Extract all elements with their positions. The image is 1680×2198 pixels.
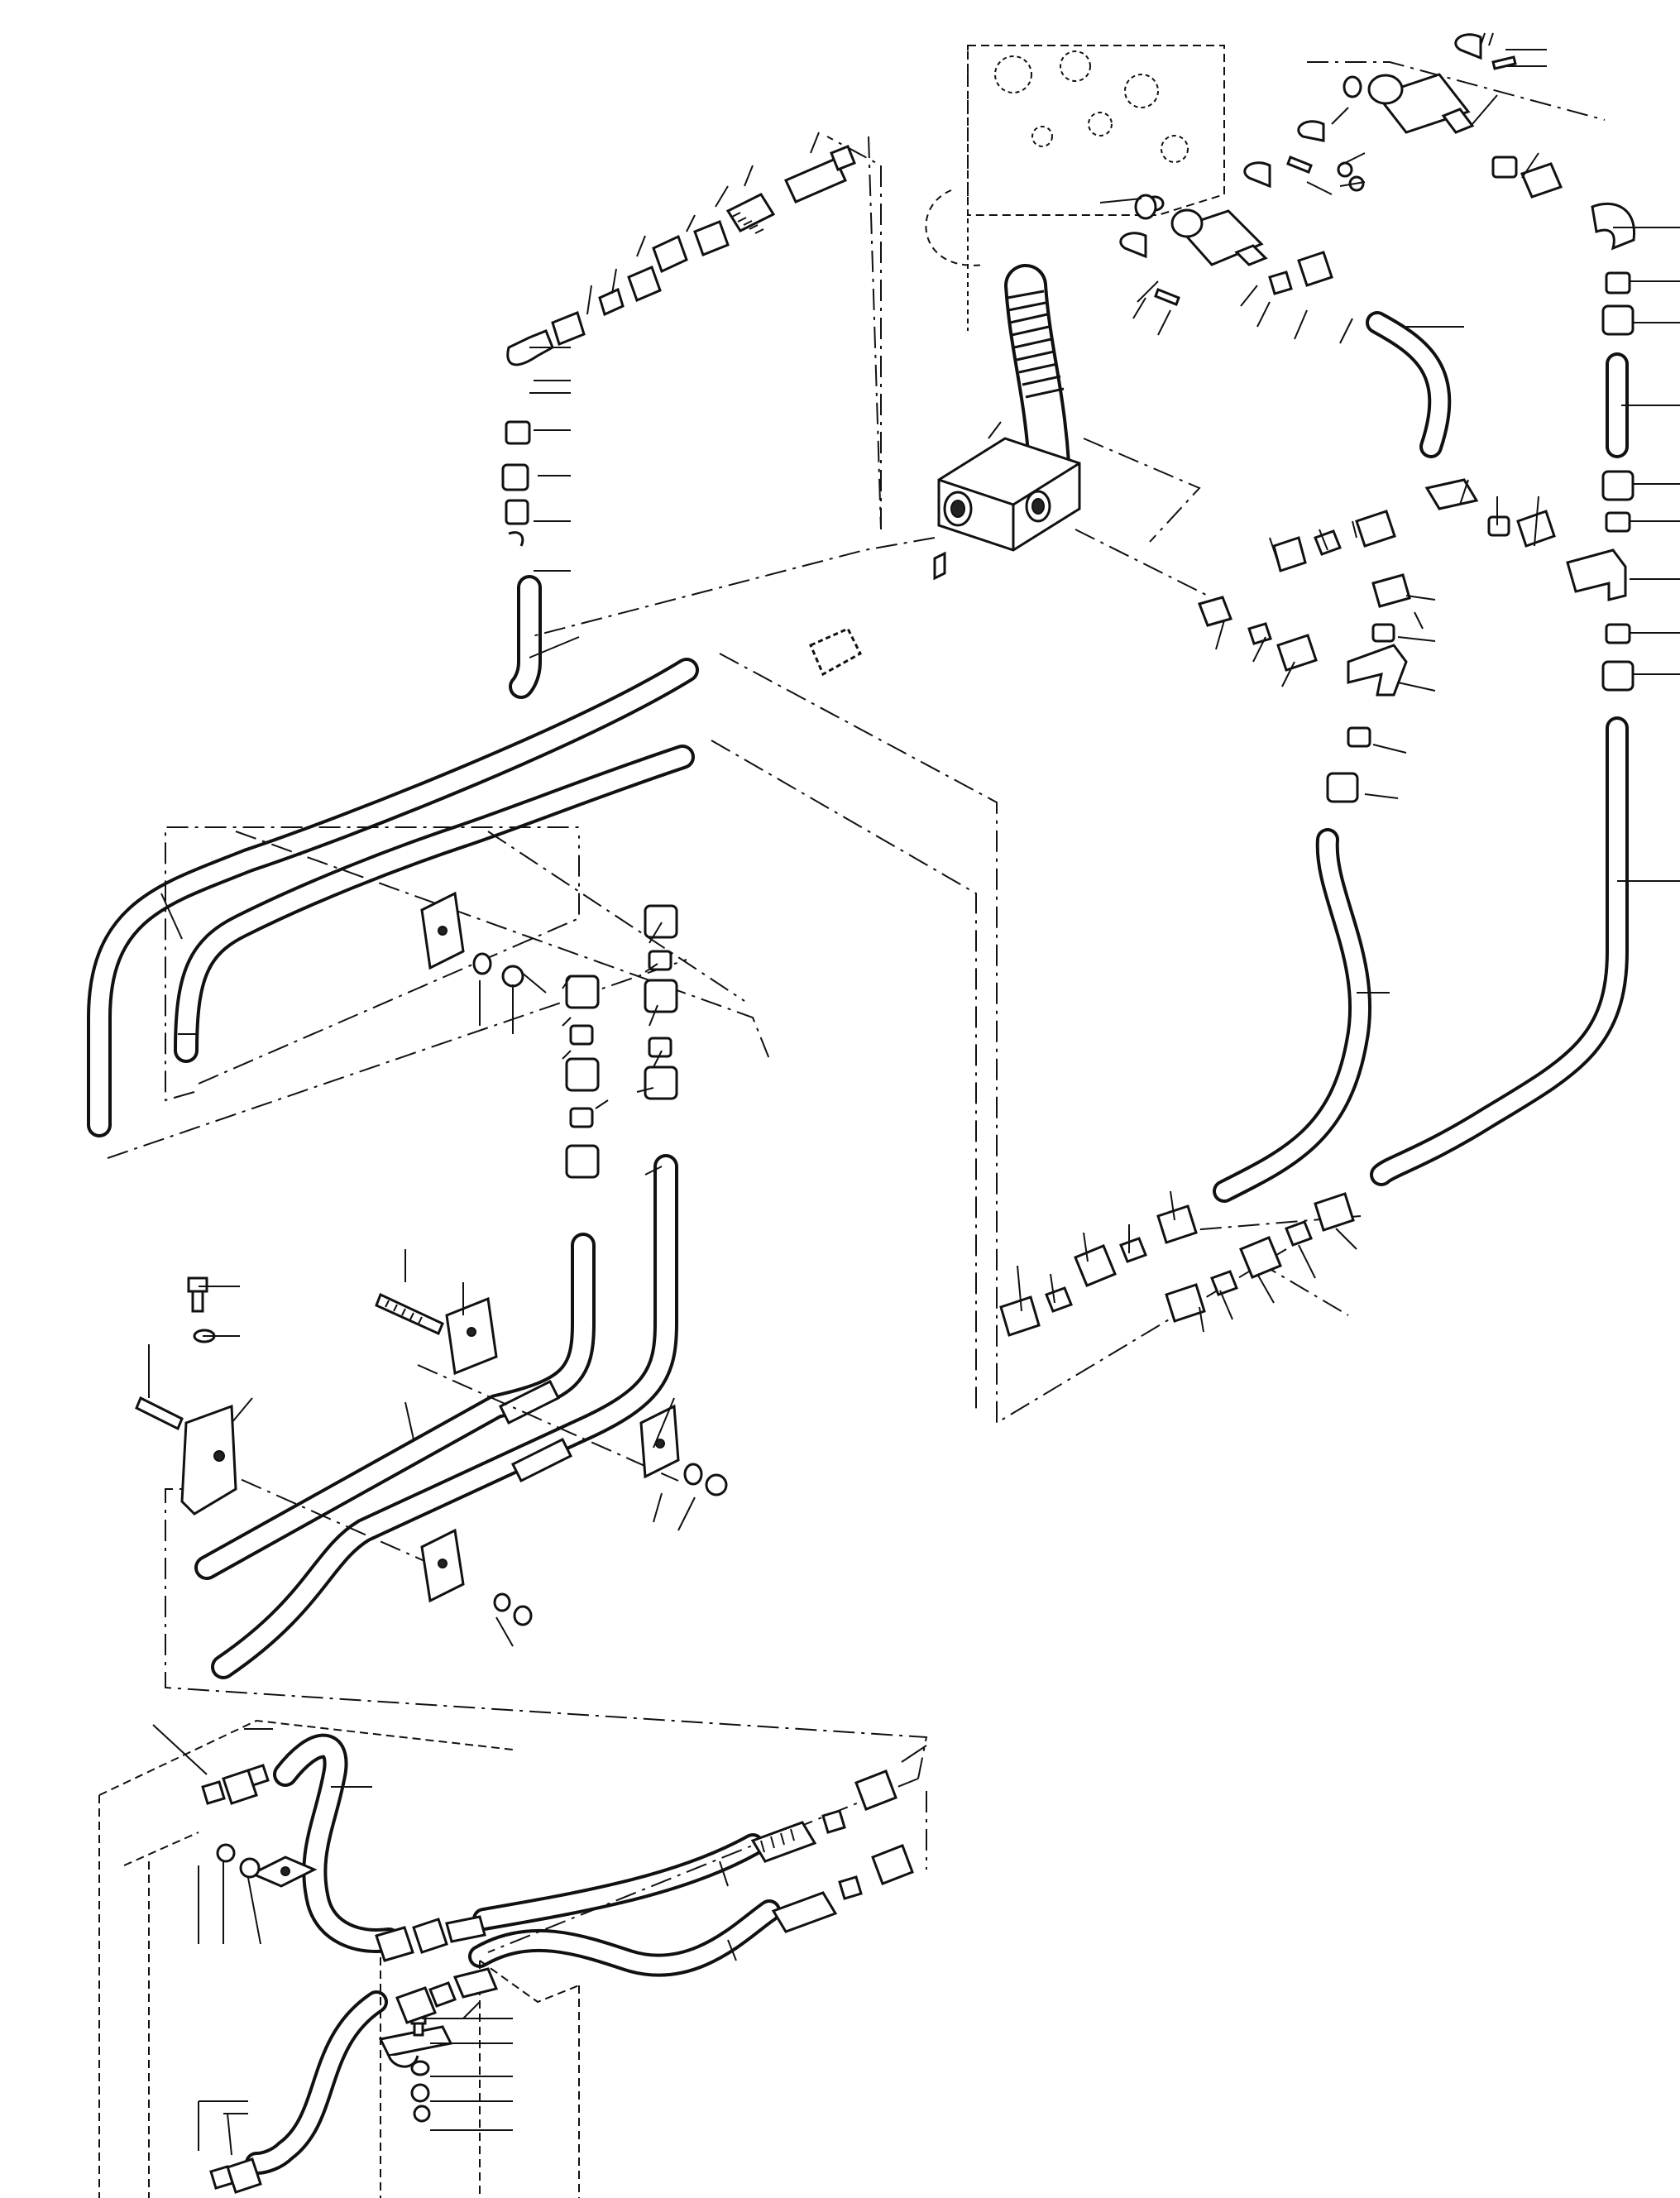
fittings-middle-column <box>565 904 678 1179</box>
manifold-plate <box>925 45 1225 331</box>
valve-block <box>933 437 1081 581</box>
fittings-mid <box>1198 596 1318 672</box>
upper-left-small-hose <box>509 575 542 699</box>
clamp-bracket-3 <box>639 1404 680 1479</box>
connection-lines <box>107 61 1606 1953</box>
elbow-upper-left <box>506 311 586 366</box>
bottom-tube-a <box>273 1733 401 1953</box>
bolt-1 <box>375 1292 444 1336</box>
screw-small <box>1154 55 1517 306</box>
flex-hose-1 <box>472 1833 764 1931</box>
clamp-bracket-4 <box>420 1528 465 1603</box>
lower-hose-2 <box>211 1154 678 1679</box>
hose-sleeve-1 <box>498 1379 573 1483</box>
flex-hose-2 <box>468 1899 781 1977</box>
corrugated-hose <box>1004 264 1070 485</box>
union-nut-stack-left <box>501 420 531 547</box>
upper-right-hose <box>1366 311 1452 458</box>
clamp-brackets-top <box>1119 33 1482 259</box>
bottom-tube-b <box>245 1990 388 2175</box>
clamp-bracket-2 <box>445 1296 498 1376</box>
upper-left-hose-2 <box>174 745 695 1063</box>
mounting-plate <box>180 1404 237 1516</box>
clamp-bracket-1 <box>420 891 465 970</box>
fittings-bottom <box>201 1764 914 2194</box>
right-hose-center <box>1213 828 1371 1203</box>
bolt-3 <box>187 1276 208 1313</box>
washers <box>193 161 1365 2123</box>
upper-left-hose <box>87 658 699 1137</box>
quick-coupler-2 <box>1367 73 1475 134</box>
right-hose-long <box>1370 352 1629 1186</box>
base-frame <box>98 1719 580 2198</box>
fittings-upper-right <box>1491 156 1635 692</box>
plug-sleeve <box>809 627 862 677</box>
leader-lines <box>148 32 1680 2156</box>
fittings-lower-right-row <box>999 1192 1355 1337</box>
bolt-2 <box>135 1396 184 1431</box>
connector-chain-left <box>598 145 856 317</box>
small-plate <box>249 1856 318 1888</box>
quick-coupler-1 <box>1170 208 1268 266</box>
